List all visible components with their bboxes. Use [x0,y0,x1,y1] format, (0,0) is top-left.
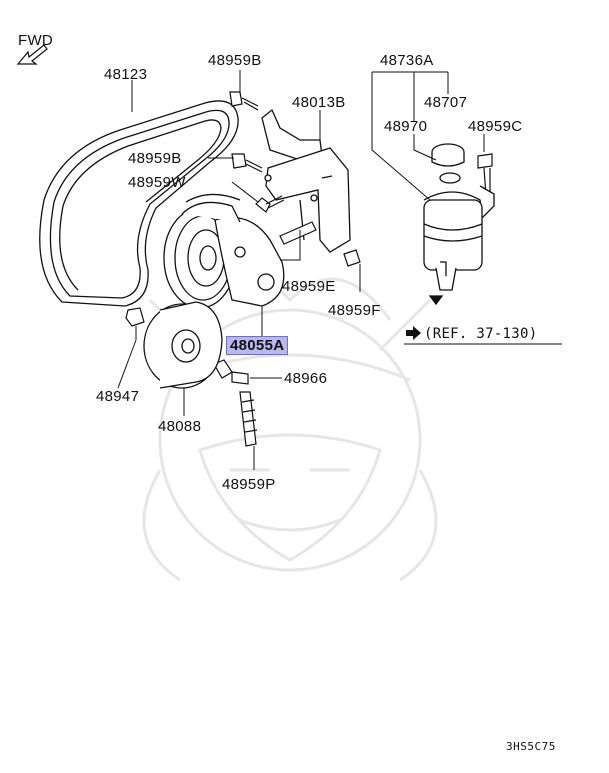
label-48959E: 48959E [282,278,336,295]
label-48959C: 48959C [468,118,523,135]
label-48947: 48947 [96,388,140,405]
label-48707: 48707 [424,94,468,111]
label-48013B: 48013B [292,94,346,111]
drive-belt [39,100,239,307]
reference-arrow-icon [406,326,421,340]
label-48959F: 48959F [328,302,381,319]
label-48966: 48966 [284,370,328,387]
leader-lines [117,70,562,470]
label-48123: 48123 [104,66,148,83]
fwd-arrow-icon [16,44,48,65]
label-48959P: 48959P [222,476,276,493]
label-48959B-top: 48959B [208,52,262,69]
fluid-reservoir [423,143,495,306]
power-steering-pump [163,193,285,309]
label-48088: 48088 [158,418,202,435]
idler-pulley [143,301,223,389]
label-48959B-mid: 48959B [128,150,182,167]
bolts [125,91,493,447]
diagram-code: 3HS5C75 [506,740,556,753]
label-48970: 48970 [384,118,428,135]
fwd-label: FWD [18,32,54,49]
label-48959W: 48959W [128,174,186,191]
label-48736A: 48736A [380,52,434,69]
reference-link[interactable]: (REF. 37-130) [424,326,538,342]
label-48055A-highlighted[interactable]: 48055A [226,336,289,355]
